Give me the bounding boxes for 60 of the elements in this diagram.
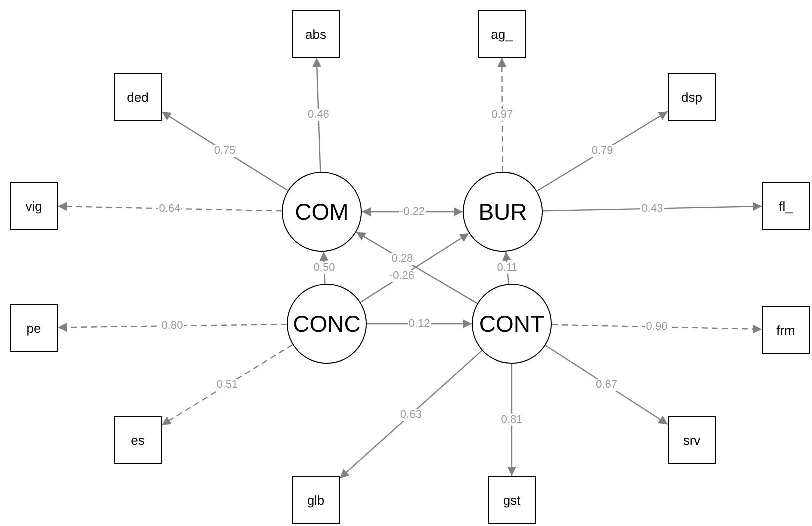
edge-label: 0.11 (496, 262, 519, 274)
arrow (367, 320, 472, 328)
node-label: ag_ (491, 26, 513, 42)
arrow (552, 324, 762, 334)
edge-label: 0.90 (645, 321, 669, 334)
node-label: fl_ (779, 198, 793, 214)
indicator-box (114, 416, 162, 464)
edge-label: 0.51 (216, 379, 240, 392)
arrow (312, 58, 322, 172)
arrow (498, 58, 507, 172)
edge-label: 0.43 (640, 202, 664, 215)
node-label: glb (307, 492, 325, 508)
node-label: dsp (682, 90, 702, 104)
arrow (162, 112, 288, 192)
arrow (58, 323, 288, 332)
indicator-box (114, 73, 162, 121)
arrow (340, 350, 483, 479)
node-label: ded (127, 90, 149, 104)
indicator-box (668, 73, 716, 121)
arrow (545, 345, 668, 426)
edge-label: 0.12 (408, 318, 432, 330)
arrow (542, 202, 762, 212)
indicator-box (292, 10, 340, 58)
node-label: es (131, 432, 145, 448)
arrow (58, 202, 282, 212)
edge-label: 0.67 (595, 379, 618, 392)
node-label: pe (26, 320, 42, 336)
edge-label: 0.80 (160, 320, 184, 332)
edge-label: 0.50 (312, 262, 336, 274)
edge-label: 0.46 (307, 109, 330, 121)
edge-label: 0.63 (399, 408, 423, 421)
indicator-box (292, 476, 340, 524)
edge-label: 0.28 (390, 253, 414, 266)
arrow (162, 344, 294, 426)
edge-label: -0.22 (398, 206, 426, 218)
node-label: CONT (479, 310, 545, 338)
edge-label: 0.79 (590, 145, 614, 158)
arrow (508, 364, 516, 476)
indicator-box (762, 306, 810, 354)
node-label: frm (776, 322, 796, 338)
edge-label: 0.97 (490, 109, 514, 121)
indicator-box (668, 416, 716, 464)
indicator-box (10, 304, 58, 352)
indicator-box (762, 182, 810, 230)
node-label: gst (503, 492, 521, 508)
indicator-box (488, 476, 536, 524)
node-label: CONC (293, 310, 361, 338)
indicator-box (478, 10, 526, 58)
node-label: BUR (478, 198, 528, 226)
arrow (502, 252, 512, 284)
arrow (536, 111, 668, 192)
edge-label: 0.81 (500, 414, 524, 426)
node-label: COM (295, 198, 349, 226)
edge-label: 0.75 (213, 145, 237, 158)
node-label: srv (683, 432, 701, 448)
node-label: vig (26, 198, 42, 214)
indicator-box (10, 182, 58, 230)
node-label: abs (306, 26, 326, 42)
edge-label: -0.26 (388, 270, 416, 282)
edge-label: 0.64 (158, 202, 182, 215)
